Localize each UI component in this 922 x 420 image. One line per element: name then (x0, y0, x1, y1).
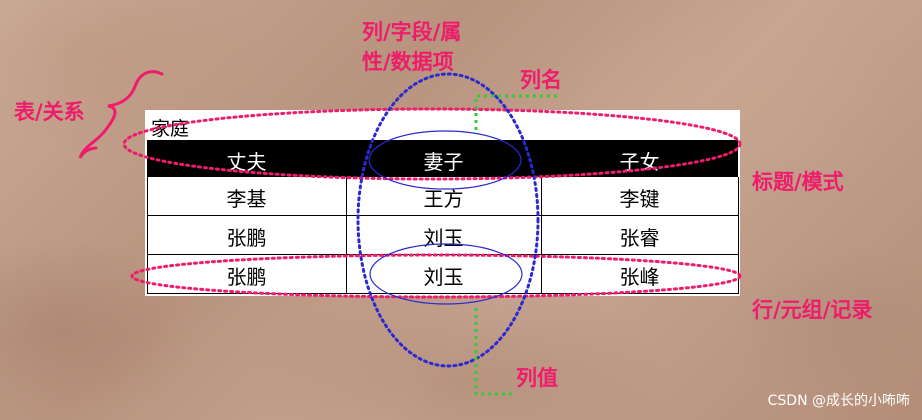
table-row: 李基 王方 李键 (147, 177, 738, 216)
label-table-relation: 表/关系 (14, 100, 85, 124)
table-cell: 李基 (226, 187, 267, 211)
table-cell: 张睿 (619, 226, 660, 250)
schema-ellipse (122, 107, 742, 181)
table-cell: 李键 (619, 187, 660, 211)
label-column-value: 列值 (516, 366, 558, 390)
label-row-tuple-record: 行/元组/记录 (752, 298, 873, 322)
watermark: CSDN @成长的小咘咘 (767, 393, 910, 409)
table-cell: 刘玉 (423, 226, 464, 250)
header-wife: 妻子 (423, 150, 464, 174)
table-cell: 刘玉 (423, 265, 464, 289)
table-cell: 张鹏 (226, 265, 267, 289)
table-cell: 张峰 (619, 265, 660, 289)
table-cell: 王方 (423, 187, 464, 211)
family-table: 家庭 丈夫 妻子 子女 李基 王方 李键 张鹏 刘玉 张睿 张鹏 刘玉 张峰 (145, 110, 740, 296)
row-ellipse (130, 253, 742, 299)
column-divider (541, 177, 542, 294)
table-cell: 张鹏 (226, 226, 267, 250)
column-value-connector (474, 308, 514, 396)
label-column-name: 列名 (520, 68, 562, 92)
label-column-line1: 列/字段/属 (362, 20, 462, 44)
column-name-ellipse (368, 130, 522, 190)
column-ellipse (356, 72, 540, 368)
column-value-ellipse (369, 243, 523, 305)
column-divider (346, 177, 347, 294)
label-column-line2: 性/数据项 (362, 50, 454, 74)
table-brace-mark (78, 70, 164, 159)
table-border (147, 177, 739, 294)
label-heading-schema: 标题/模式 (752, 170, 844, 194)
